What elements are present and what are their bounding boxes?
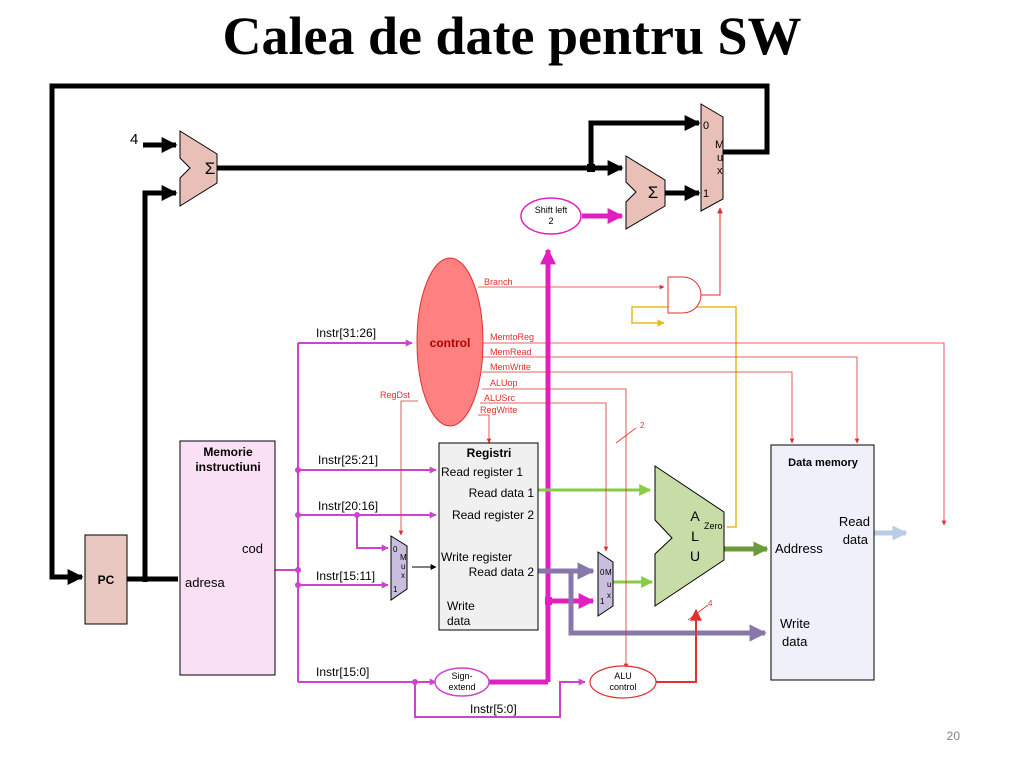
- svg-text:Address: Address: [775, 541, 823, 556]
- data-memory: Data memory Address Read data Write data: [770, 444, 875, 681]
- page-number: 20: [947, 729, 961, 743]
- svg-text:Read register 1: Read register 1: [441, 465, 523, 479]
- svg-text:Zero: Zero: [704, 521, 723, 531]
- svg-text:M: M: [715, 139, 724, 151]
- constant-4-label: 4: [130, 131, 138, 148]
- pc-adder: Σ: [179, 130, 218, 207]
- svg-text:A: A: [690, 508, 700, 524]
- svg-text:Instr[20:16]: Instr[20:16]: [318, 499, 378, 513]
- svg-text:Σ: Σ: [648, 183, 659, 202]
- svg-text:Instr[5:0]: Instr[5:0]: [470, 702, 517, 716]
- svg-text:1: 1: [703, 188, 709, 200]
- svg-text:0: 0: [393, 545, 398, 554]
- sign-extend: Sign- extend: [434, 667, 490, 697]
- svg-text:1: 1: [393, 585, 398, 594]
- svg-text:Data memory: Data memory: [788, 457, 859, 469]
- svg-text:PC: PC: [98, 573, 115, 587]
- alu-control-output: [656, 608, 702, 683]
- bus-junctions: [295, 467, 418, 685]
- svg-text:0: 0: [703, 120, 709, 132]
- alu: A L U Zero: [654, 465, 725, 607]
- shift-left-2: Shift left 2: [520, 197, 582, 235]
- svg-text:u: u: [717, 152, 723, 164]
- svg-text:data: data: [447, 614, 471, 628]
- regdst-mux: 0 M u x 1: [390, 535, 408, 601]
- slide-title: Calea de date pentru SW: [222, 6, 802, 66]
- svg-text:extend: extend: [448, 682, 475, 692]
- svg-text:Read register 2: Read register 2: [452, 508, 534, 522]
- svg-text:adresa: adresa: [185, 575, 226, 590]
- and-gate: [667, 276, 702, 314]
- svg-text:M: M: [400, 553, 407, 562]
- svg-text:Instr[25:21]: Instr[25:21]: [318, 453, 378, 467]
- pc-plus-4-bus: [217, 114, 701, 177]
- control-unit: control: [416, 257, 484, 427]
- bus-junction: [587, 164, 595, 172]
- control-signal-labels: Branch MemtoReg MemRead MemWrite ALUop A…: [380, 277, 534, 415]
- svg-text:Write: Write: [780, 616, 810, 631]
- svg-text:ALUSrc: ALUSrc: [484, 393, 516, 403]
- svg-text:control: control: [609, 682, 636, 692]
- svg-text:RegWrite: RegWrite: [480, 405, 517, 415]
- svg-text:U: U: [690, 548, 700, 564]
- read-data-2-bus: [538, 562, 767, 642]
- pc-to-adder-bus: [127, 184, 178, 582]
- svg-text:Read data 1: Read data 1: [469, 486, 535, 500]
- register-file: Registri Read register 1 Read data 1 Rea…: [438, 442, 539, 631]
- svg-text:Instr[15:0]: Instr[15:0]: [316, 665, 369, 679]
- svg-text:x: x: [607, 591, 611, 600]
- svg-text:Shift left: Shift left: [535, 205, 568, 215]
- svg-text:instructiuni: instructiuni: [195, 460, 260, 474]
- svg-text:1: 1: [600, 597, 605, 606]
- svg-text:u: u: [607, 580, 611, 589]
- alu-control-width-label: 4: [708, 599, 713, 608]
- svg-text:L: L: [691, 528, 699, 544]
- pc-source-mux: 0 M u x 1: [700, 103, 724, 212]
- svg-text:cod: cod: [242, 541, 263, 556]
- and-gate-output: [701, 207, 723, 296]
- bus-junction: [545, 597, 552, 605]
- svg-text:M: M: [605, 568, 612, 577]
- pc-feedback-bus: [49, 83, 770, 586]
- svg-text:Branch: Branch: [484, 277, 513, 287]
- svg-text:x: x: [401, 571, 405, 580]
- svg-text:MemRead: MemRead: [490, 347, 532, 357]
- alu-control: ALU control: [589, 665, 657, 699]
- svg-text:2: 2: [548, 216, 553, 226]
- instruction-field-labels: Instr[31:26] Instr[25:21] Instr[20:16] I…: [316, 326, 517, 716]
- svg-text:Instr[15:11]: Instr[15:11]: [316, 569, 375, 583]
- svg-text:x: x: [717, 165, 723, 177]
- svg-text:RegDst: RegDst: [380, 390, 411, 400]
- alusrc-mux: 0 M u x 1: [597, 551, 614, 617]
- branch-adder: Σ: [625, 155, 666, 230]
- svg-text:Read: Read: [839, 514, 870, 529]
- svg-text:MemWrite: MemWrite: [490, 362, 531, 372]
- pc-register: PC: [84, 534, 128, 625]
- svg-text:Write register: Write register: [441, 550, 512, 564]
- svg-text:Memorie: Memorie: [203, 445, 253, 459]
- instruction-bus: [275, 339, 586, 718]
- svg-text:ALUop: ALUop: [490, 378, 518, 388]
- instruction-memory: Memorie instructiuni cod adresa: [179, 440, 276, 676]
- svg-text:ALU: ALU: [614, 671, 632, 681]
- svg-text:Instr[31:26]: Instr[31:26]: [316, 326, 376, 340]
- svg-text:Sign-: Sign-: [451, 671, 472, 681]
- aluop-width-label: 2: [640, 421, 645, 430]
- svg-text:data: data: [782, 634, 808, 649]
- svg-text:0: 0: [600, 568, 605, 577]
- svg-text:Σ: Σ: [205, 159, 216, 178]
- svg-text:MemtoReg: MemtoReg: [490, 332, 534, 342]
- svg-text:Registri: Registri: [467, 446, 512, 460]
- control-signal-wires: [398, 284, 947, 669]
- svg-text:data: data: [843, 532, 869, 547]
- svg-text:Write: Write: [447, 599, 475, 613]
- svg-text:Read data 2: Read data 2: [469, 565, 535, 579]
- svg-text:control: control: [430, 336, 471, 350]
- svg-text:u: u: [401, 562, 405, 571]
